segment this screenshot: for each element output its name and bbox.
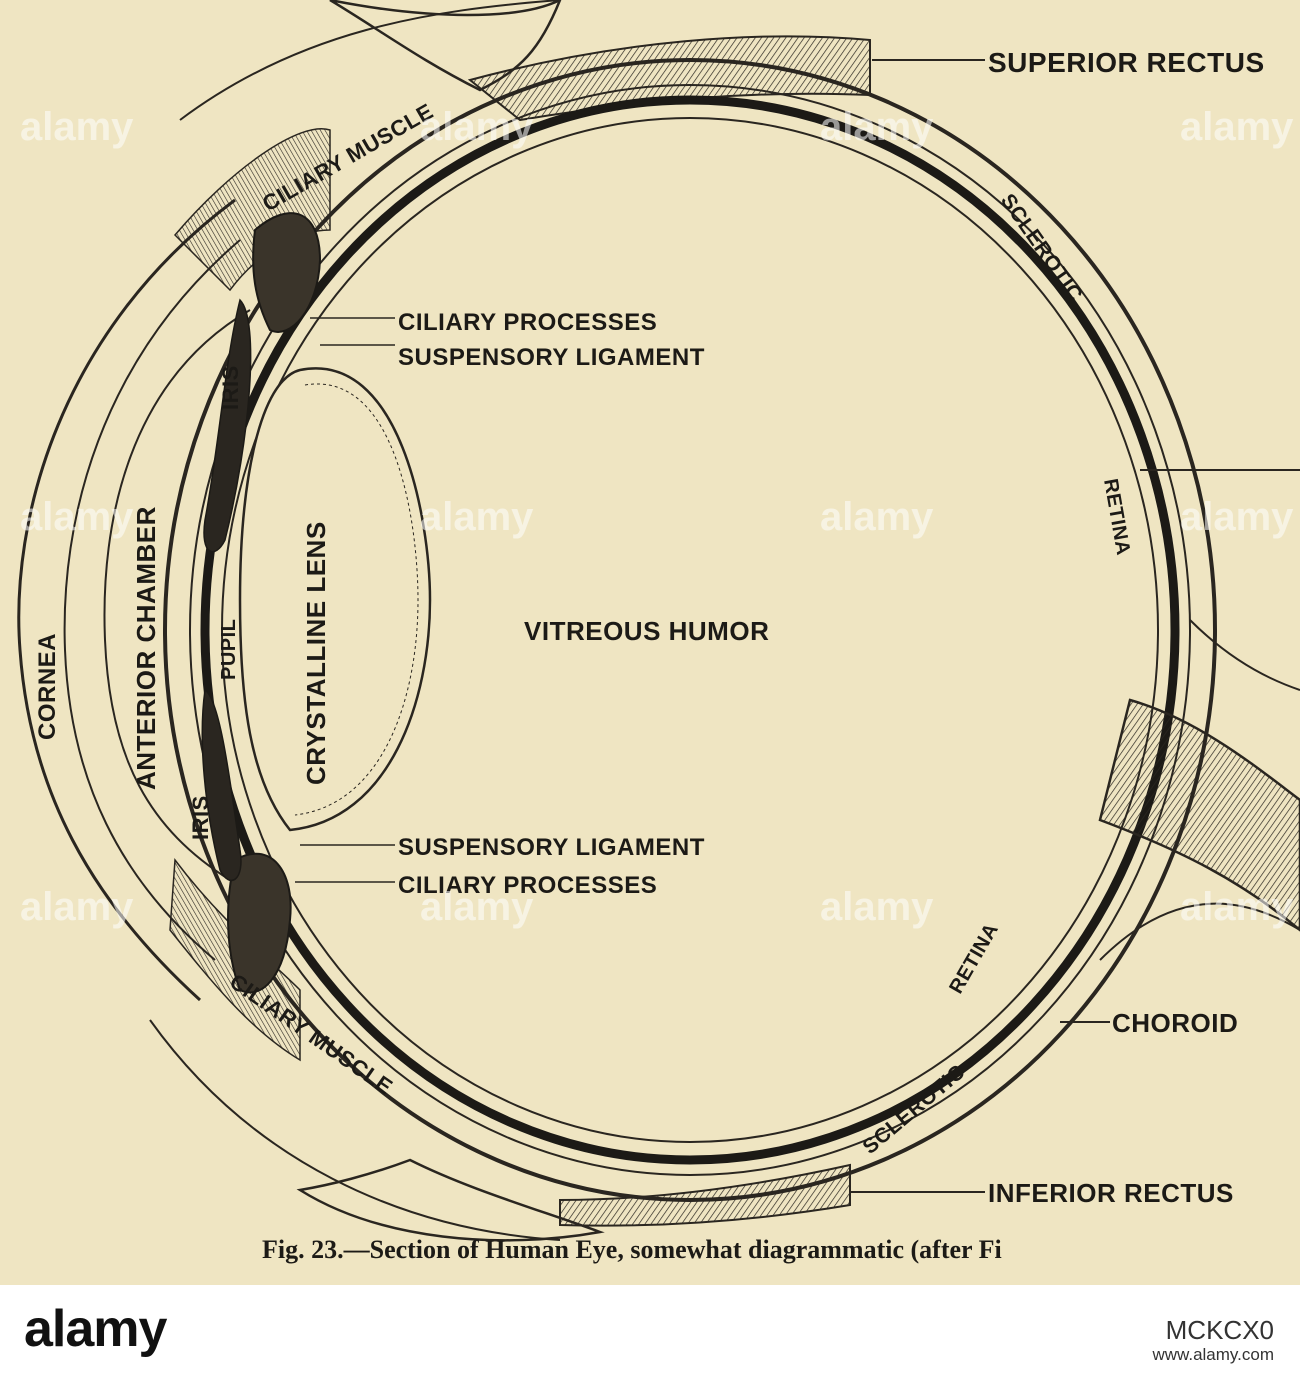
label-cornea: CORNEA xyxy=(34,633,61,740)
lower-lid-line xyxy=(149,1019,561,1241)
label-suspensory-ligament-top: SUSPENSORY LIGAMENT xyxy=(398,344,705,371)
cornea-inner xyxy=(63,239,241,961)
watermark: alamy xyxy=(1180,105,1294,149)
inferior-rectus-muscle xyxy=(559,1163,851,1227)
label-suspensory-ligament-bottom: SUSPENSORY LIGAMENT xyxy=(398,834,705,861)
iris-top xyxy=(203,298,252,553)
crystalline-lens xyxy=(238,367,432,832)
image-id: MCKCX0 xyxy=(1165,1315,1274,1345)
iris-bottom xyxy=(201,688,242,882)
label-crystalline-lens: CRYSTALLINE LENS xyxy=(301,521,331,785)
label-anterior-chamber: ANTERIOR CHAMBER xyxy=(131,506,161,790)
footer-url[interactable]: www.alamy.com xyxy=(1152,1345,1274,1364)
watermark: alamy xyxy=(820,885,934,929)
eye-section-figure: SUPERIOR RECTUS CILIARY MUSCLE SCLEROTIC… xyxy=(0,0,1300,1285)
ciliary-processes-bottom-region xyxy=(227,852,292,994)
lower-eyelid xyxy=(296,1158,605,1242)
watermark: alamy xyxy=(420,105,534,149)
sclerotic-outer xyxy=(163,58,1217,1202)
choroid-layer xyxy=(200,95,1180,1165)
label-choroid: CHOROID xyxy=(1112,1008,1238,1038)
watermark: alamy xyxy=(820,105,934,149)
upper-lid-line xyxy=(179,0,561,121)
watermark: alamy xyxy=(820,495,934,539)
lens-capsule xyxy=(294,383,419,816)
label-inferior-rectus: INFERIOR RECTUS xyxy=(988,1178,1234,1208)
label-superior-rectus: SUPERIOR RECTUS xyxy=(988,47,1265,78)
sclerotic-inner xyxy=(189,84,1191,1176)
cornea-outer xyxy=(17,198,236,1002)
label-ciliary-processes-top: CILIARY PROCESSES xyxy=(398,309,657,336)
footer-logo[interactable]: alamy xyxy=(24,1300,167,1358)
watermark: alamy xyxy=(20,885,134,929)
label-iris-top: IRIS xyxy=(218,365,243,410)
watermark: alamy xyxy=(420,495,534,539)
label-ciliary-processes-bottom: CILIARY PROCESSES xyxy=(398,872,657,899)
optic-sheath xyxy=(1189,619,1300,691)
label-vitreous-humor: VITREOUS HUMOR xyxy=(524,616,769,646)
watermark: alamy xyxy=(1180,885,1294,929)
watermark: alamy xyxy=(20,495,134,539)
retina-layer xyxy=(221,117,1159,1143)
ciliary-processes-top-region xyxy=(252,212,322,333)
footer-bar: alamy MCKCX0 www.alamy.com xyxy=(0,1285,1300,1377)
optic-sheath-lower xyxy=(1099,902,1300,961)
watermark: alamy xyxy=(1180,495,1294,539)
figure-caption: Fig. 23.—Section of Human Eye, somewhat … xyxy=(262,1235,1002,1264)
eye-diagram: SUPERIOR RECTUS CILIARY MUSCLE SCLEROTIC… xyxy=(17,0,1300,1264)
watermark: alamy xyxy=(420,885,534,929)
watermark: alamy xyxy=(20,105,134,149)
label-pupil: PUPIL xyxy=(218,619,240,680)
upper-eyelid xyxy=(329,0,562,92)
label-iris-bottom: IRIS xyxy=(188,795,213,840)
anterior-chamber xyxy=(103,309,251,881)
